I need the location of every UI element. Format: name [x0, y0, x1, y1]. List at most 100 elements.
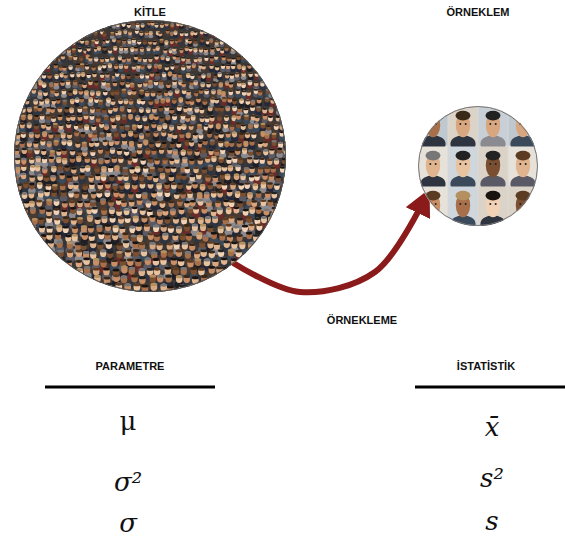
decoration	[247, 40, 251, 45]
decoration	[106, 98, 111, 100]
decoration	[205, 117, 210, 119]
decoration	[100, 24, 104, 26]
decoration	[158, 32, 162, 37]
decoration	[21, 115, 26, 117]
decoration	[254, 81, 259, 86]
decoration	[154, 80, 159, 85]
decoration	[106, 39, 110, 44]
decoration	[15, 66, 19, 68]
decoration	[285, 55, 286, 57]
decoration	[110, 90, 115, 92]
decoration	[121, 132, 126, 138]
decoration	[221, 91, 226, 93]
decoration	[194, 91, 199, 93]
decoration	[231, 57, 235, 62]
decoration	[54, 63, 58, 68]
decoration	[185, 116, 190, 118]
decoration	[90, 91, 95, 93]
decoration	[19, 31, 23, 33]
decoration	[174, 64, 178, 66]
decoration	[16, 21, 20, 23]
decoration	[282, 30, 286, 35]
decoration	[117, 39, 121, 41]
decoration	[29, 23, 33, 25]
decoration	[177, 105, 182, 111]
decoration	[255, 30, 259, 32]
decoration	[51, 46, 55, 51]
decoration	[84, 20, 89, 22]
decoration	[66, 80, 71, 82]
decoration	[263, 22, 267, 27]
decoration	[105, 39, 109, 41]
decoration	[107, 21, 111, 26]
decoration	[134, 47, 138, 49]
decoration	[99, 132, 104, 134]
decoration	[265, 56, 269, 58]
decoration	[43, 24, 48, 28]
decoration	[159, 80, 164, 85]
decoration	[96, 22, 100, 27]
decoration	[217, 20, 222, 22]
decoration	[149, 31, 153, 36]
decoration	[97, 46, 101, 51]
decoration	[170, 65, 174, 67]
decoration	[181, 66, 185, 68]
decoration	[82, 23, 86, 28]
decoration	[119, 64, 123, 69]
decoration	[169, 49, 173, 51]
decoration	[246, 99, 251, 105]
decoration	[216, 47, 220, 49]
decoration	[108, 20, 113, 21]
population-shape	[14, 20, 286, 292]
decoration	[219, 106, 224, 108]
decoration	[19, 64, 23, 66]
decoration	[162, 123, 167, 129]
decoration	[35, 50, 40, 54]
decoration	[263, 114, 268, 120]
decoration	[138, 82, 143, 87]
decoration	[236, 122, 241, 124]
decoration	[276, 63, 280, 68]
decoration	[227, 97, 232, 99]
decoration	[189, 124, 194, 130]
decoration	[40, 40, 44, 42]
decoration	[189, 124, 194, 126]
decoration	[29, 58, 34, 62]
decoration	[14, 42, 18, 46]
decoration	[101, 80, 106, 85]
decoration	[64, 107, 69, 109]
decoration	[181, 114, 186, 120]
decoration	[144, 124, 149, 126]
decoration	[228, 90, 233, 92]
decoration	[96, 117, 101, 119]
decoration	[219, 106, 224, 112]
decoration	[274, 50, 279, 54]
decoration	[103, 90, 108, 95]
decoration	[155, 23, 159, 28]
decoration	[53, 33, 58, 37]
decoration	[131, 107, 136, 109]
decoration	[172, 114, 177, 116]
decoration	[231, 34, 236, 38]
decoration	[100, 58, 104, 60]
decoration	[61, 133, 66, 139]
decoration	[114, 64, 118, 69]
decoration	[41, 57, 45, 59]
decoration	[280, 111, 286, 116]
decoration	[98, 65, 102, 70]
decoration	[220, 49, 224, 51]
decoration	[58, 21, 62, 23]
decoration	[209, 38, 213, 43]
decoration	[216, 30, 220, 35]
decoration	[239, 98, 244, 104]
decoration	[251, 42, 256, 46]
decoration	[73, 89, 78, 94]
decoration	[226, 40, 230, 42]
decoration	[40, 50, 45, 54]
decoration	[228, 22, 232, 27]
decoration	[46, 20, 51, 22]
decoration	[122, 58, 126, 60]
decoration	[199, 48, 203, 50]
decoration	[53, 123, 58, 129]
decoration	[83, 106, 88, 112]
